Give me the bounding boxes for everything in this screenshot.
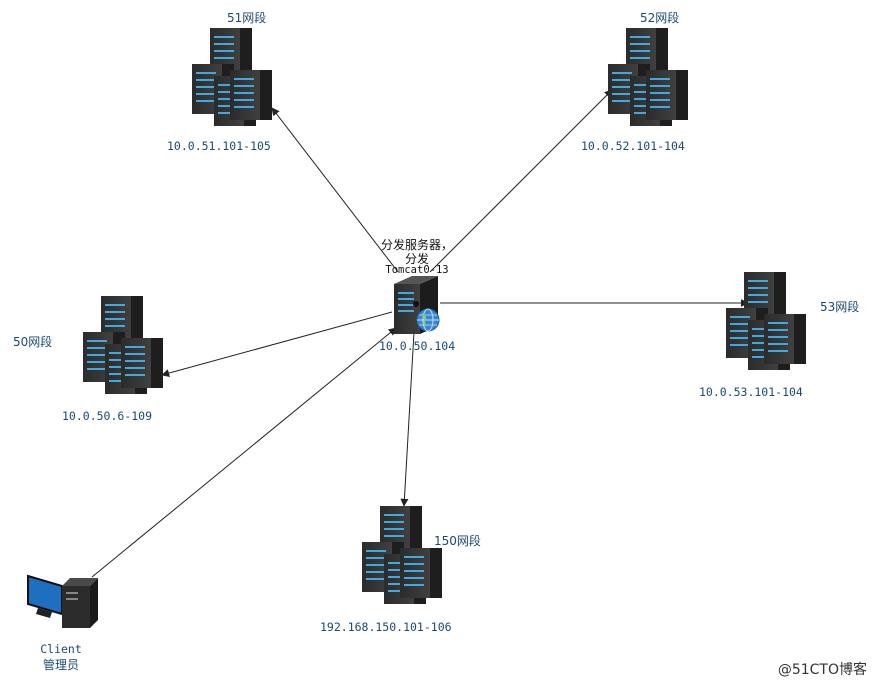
- segment-150-ip: 192.168.150.101-106: [320, 620, 452, 634]
- segment-52-name: 52网段: [640, 11, 680, 25]
- link-client-hub: [91, 327, 397, 578]
- hub-ip: 10.0.50.104: [379, 339, 456, 353]
- server-cluster-52: [608, 28, 688, 126]
- server-cluster-53: [726, 272, 806, 370]
- segment-52-ip: 10.0.52.101-104: [581, 139, 685, 153]
- client-name: Client: [40, 642, 82, 656]
- hub-title-line2: 分发: [404, 252, 430, 266]
- segment-50-name: 50网段: [13, 335, 53, 349]
- watermark: @51CTO博客: [777, 662, 867, 678]
- segment-53-ip: 10.0.53.101-104: [699, 385, 803, 399]
- client-role: 管理员: [42, 658, 80, 672]
- server-cluster-50: [83, 296, 163, 394]
- globe-icon: [416, 308, 440, 332]
- segment-51-ip: 10.0.51.101-105: [167, 139, 271, 153]
- link-hub-150: [400, 331, 415, 507]
- server-cluster-51: [192, 28, 272, 126]
- segment-50-ip: 10.0.50.6-109: [62, 409, 153, 423]
- segment-53-name: 53网段: [820, 300, 860, 314]
- link-hub-50: [161, 311, 393, 377]
- connections: [91, 89, 749, 578]
- segment-150-name: 150网段: [434, 534, 481, 548]
- hub-title-line1: 分发服务器，: [380, 238, 454, 252]
- link-hub-51: [271, 107, 399, 273]
- link-hub-52: [429, 89, 613, 273]
- client-computer-icon: [27, 574, 98, 628]
- hub-title-line3: Tomcat0-13: [385, 264, 449, 276]
- server-cluster-150: [362, 506, 442, 604]
- segment-51-name: 51网段: [227, 11, 267, 25]
